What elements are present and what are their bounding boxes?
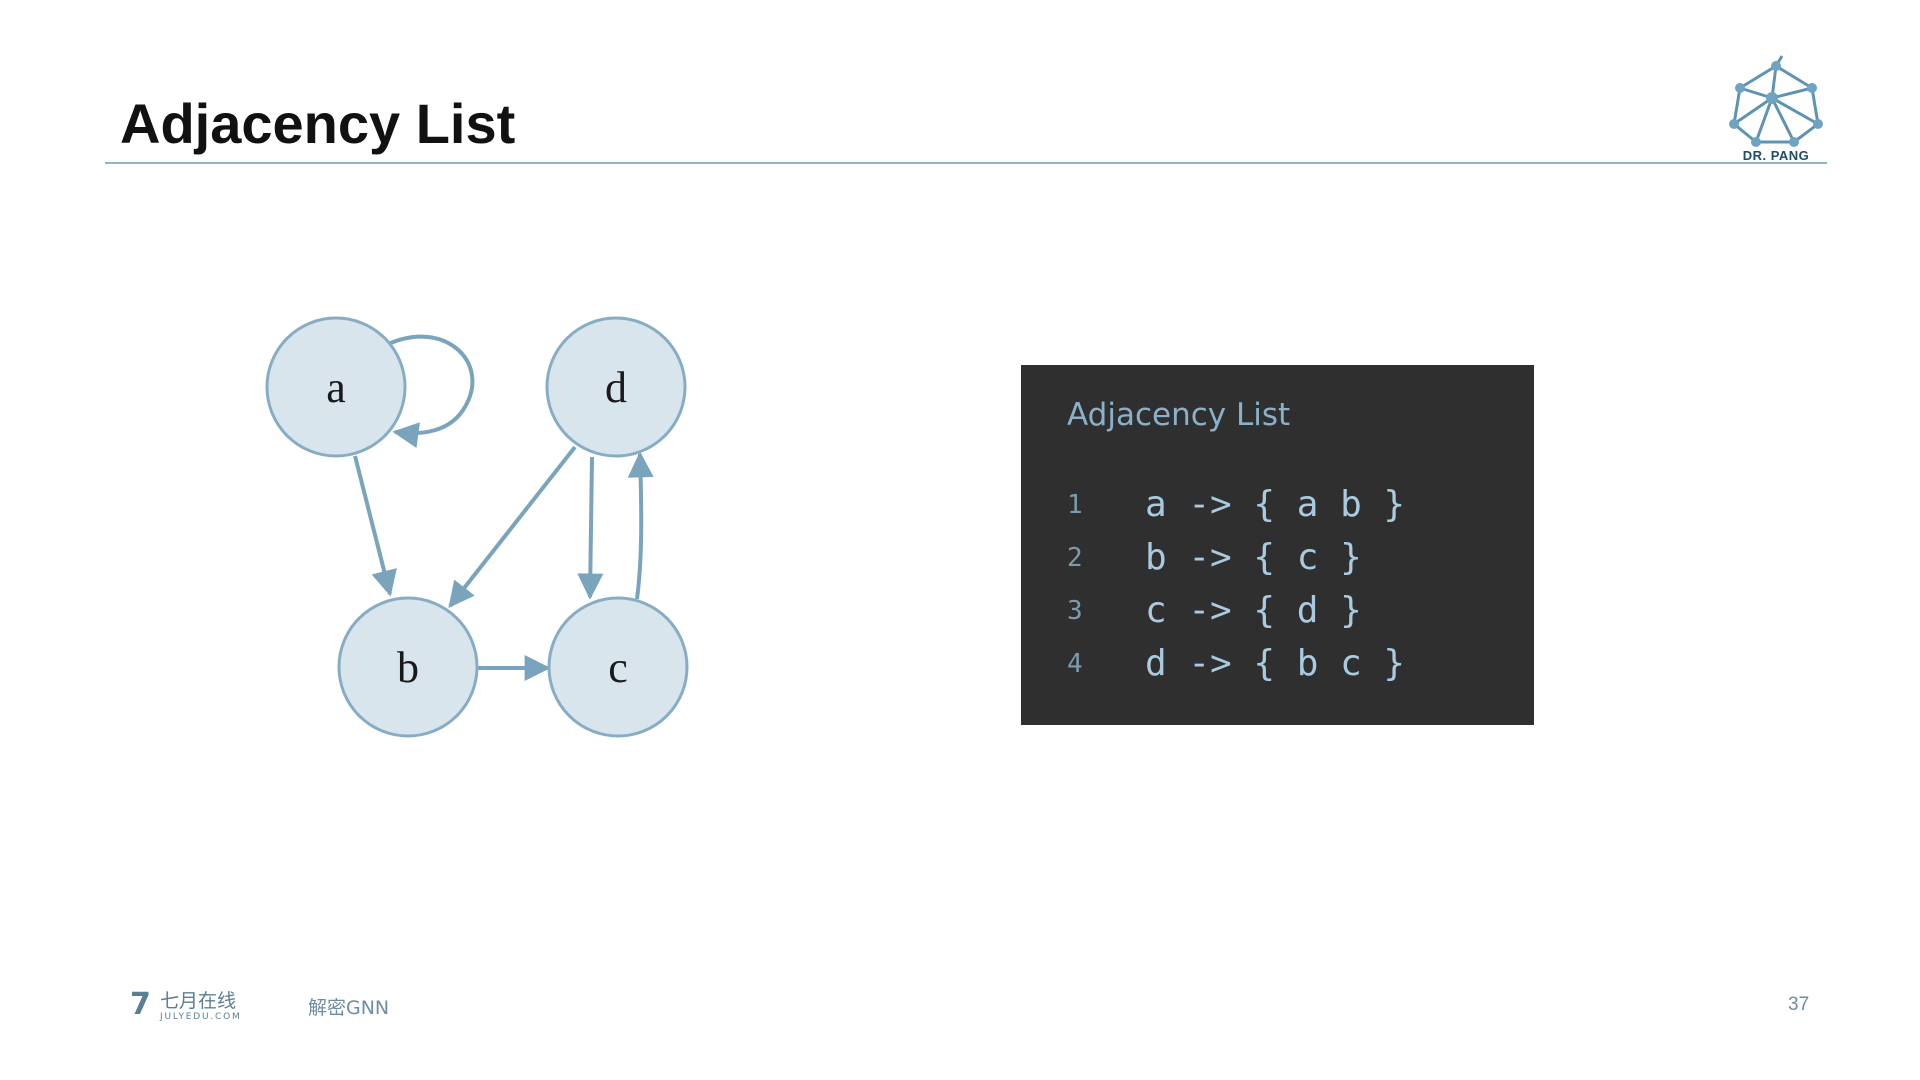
node-label-c: c	[608, 643, 628, 692]
node-b: b	[337, 596, 479, 738]
adjacency-list-panel: Adjacency List 1 a -> { a b } 2 b -> { c…	[1021, 365, 1534, 725]
line-code: b -> { c }	[1145, 537, 1362, 578]
edge-d-to-c	[577, 456, 604, 600]
line-code: a -> { a b }	[1145, 484, 1406, 525]
code-panel-title: Adjacency List	[1067, 397, 1291, 433]
julyedu-logo: 7 七月在线 JULYEDU.COM	[130, 990, 260, 1024]
line-number: 3	[1067, 595, 1083, 626]
julyedu-logo-icon: 7	[130, 987, 151, 1022]
line-code: d -> { b c }	[1145, 643, 1406, 684]
code-line: 4 d -> { b c }	[1067, 637, 1405, 690]
edge-c-to-d	[627, 451, 654, 600]
node-label-d: d	[605, 363, 627, 412]
line-code: c -> { d }	[1145, 590, 1362, 631]
code-line: 1 a -> { a b }	[1067, 478, 1405, 531]
page-number: 37	[1788, 994, 1810, 1015]
node-a: a	[265, 316, 407, 458]
dr-pang-logo: DR. PANG	[1716, 54, 1836, 166]
slide-title: Adjacency List	[120, 92, 516, 155]
footer-brand-sub: JULYEDU.COM	[160, 1012, 242, 1022]
node-d: d	[545, 316, 687, 458]
title-divider	[105, 162, 1827, 164]
line-number: 1	[1067, 489, 1083, 520]
edge-d-to-b	[448, 445, 577, 609]
node-label-a: a	[326, 363, 346, 412]
directed-graph: a d b c	[265, 316, 689, 738]
footer-brand: 七月在线	[160, 990, 237, 1012]
node-c: c	[547, 596, 689, 738]
network-polyhedron-icon	[1729, 55, 1823, 147]
line-number: 2	[1067, 542, 1083, 573]
code-lines: 1 a -> { a b } 2 b -> { c } 3 c -> { d }…	[1067, 478, 1405, 690]
node-label-b: b	[397, 643, 419, 692]
footer-course-name: 解密GNN	[308, 997, 390, 1019]
code-line: 3 c -> { d }	[1067, 584, 1405, 637]
logo-text: DR. PANG	[1742, 148, 1810, 163]
line-number: 4	[1067, 648, 1083, 679]
edge-a-to-b	[353, 455, 397, 597]
edge-a-to-a	[375, 334, 475, 448]
code-line: 2 b -> { c }	[1067, 531, 1405, 584]
